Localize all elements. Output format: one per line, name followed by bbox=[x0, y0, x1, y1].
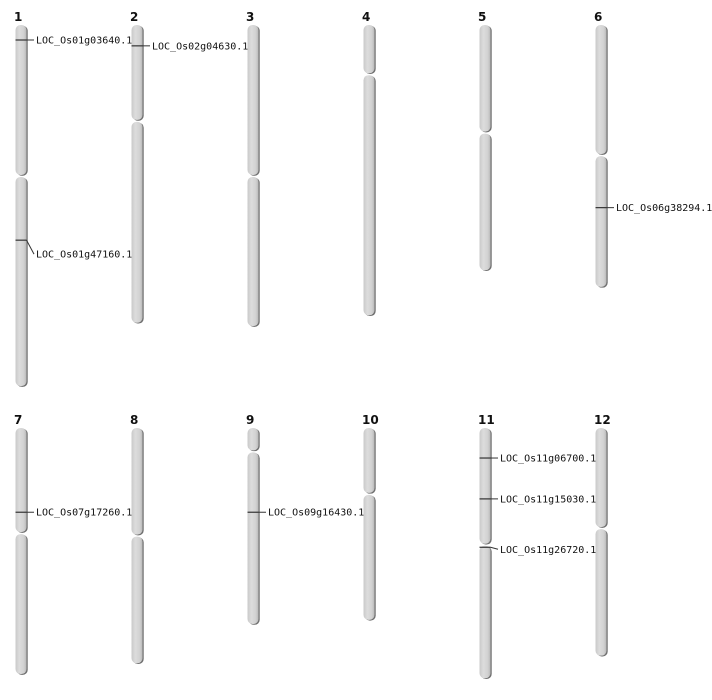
gene-marker[interactable]: LOC_Os07g17260.1 bbox=[15, 508, 133, 519]
gene-marker[interactable]: LOC_Os11g06700.1 bbox=[479, 454, 597, 465]
long-arm bbox=[15, 176, 27, 387]
gene-label: LOC_Os11g15030.1 bbox=[500, 494, 596, 505]
long-arm bbox=[363, 494, 375, 620]
short-arm bbox=[363, 428, 375, 493]
chromosome-12: 12 bbox=[594, 413, 611, 657]
long-arm bbox=[247, 176, 259, 327]
chromosome-number: 7 bbox=[14, 413, 22, 427]
long-arm bbox=[247, 452, 259, 624]
long-arm bbox=[479, 545, 491, 679]
chromosome-number: 12 bbox=[594, 413, 611, 427]
long-arm bbox=[595, 529, 607, 656]
chromosome-number: 8 bbox=[130, 413, 138, 427]
gene-label: LOC_Os11g26720.1 bbox=[500, 545, 596, 556]
gene-label: LOC_Os09g16430.1 bbox=[268, 508, 364, 519]
chromosome-number: 3 bbox=[246, 10, 254, 24]
chromosome-number: 10 bbox=[362, 413, 379, 427]
chromosome-3: 3 bbox=[246, 10, 260, 327]
short-arm bbox=[15, 428, 27, 533]
gene-label: LOC_Os01g47160.1 bbox=[36, 250, 132, 261]
chromosome-4: 4 bbox=[362, 10, 376, 317]
short-arm bbox=[595, 428, 607, 528]
chromosome-number: 2 bbox=[130, 10, 138, 24]
short-arm bbox=[595, 25, 607, 155]
chromosome-number: 11 bbox=[478, 413, 495, 427]
short-arm bbox=[363, 25, 375, 74]
chromosome-number: 6 bbox=[594, 10, 602, 24]
short-arm bbox=[479, 25, 491, 132]
chromosome-10: 10 bbox=[362, 413, 379, 621]
long-arm bbox=[595, 156, 607, 287]
long-arm bbox=[131, 121, 143, 323]
gene-marker[interactable]: LOC_Os02g04630.1 bbox=[131, 41, 249, 52]
gene-connector bbox=[26, 239, 35, 255]
chromosome-5: 5 bbox=[478, 10, 492, 271]
chromosome-11: 11LOC_Os11g06700.1LOC_Os11g15030.1LOC_Os… bbox=[478, 413, 596, 679]
short-arm bbox=[131, 428, 143, 535]
gene-marker[interactable]: LOC_Os09g16430.1 bbox=[247, 508, 365, 519]
chromosome-number: 5 bbox=[478, 10, 486, 24]
gene-label: LOC_Os02g04630.1 bbox=[152, 41, 248, 52]
long-arm bbox=[363, 75, 375, 316]
gene-marker[interactable]: LOC_Os01g47160.1 bbox=[15, 239, 133, 261]
gene-marker[interactable]: LOC_Os06g38294.1 bbox=[595, 203, 712, 214]
short-arm bbox=[15, 25, 27, 175]
gene-connector bbox=[490, 546, 499, 550]
short-arm bbox=[131, 25, 143, 120]
short-arm bbox=[479, 428, 491, 544]
gene-marker[interactable]: LOC_Os01g03640.1 bbox=[15, 36, 133, 47]
chromosome-8: 8 bbox=[130, 413, 144, 664]
short-arm bbox=[247, 25, 259, 175]
long-arm bbox=[131, 536, 143, 664]
gene-label: LOC_Os07g17260.1 bbox=[36, 508, 132, 519]
long-arm bbox=[15, 534, 27, 675]
chromosome-number: 1 bbox=[14, 10, 22, 24]
short-arm bbox=[247, 428, 259, 451]
gene-marker[interactable]: LOC_Os11g26720.1 bbox=[479, 545, 597, 556]
gene-marker[interactable]: LOC_Os11g15030.1 bbox=[479, 494, 597, 505]
chromosome-number: 9 bbox=[246, 413, 254, 427]
gene-label: LOC_Os11g06700.1 bbox=[500, 454, 596, 465]
chromosome-number: 4 bbox=[362, 10, 370, 24]
gene-label: LOC_Os01g03640.1 bbox=[36, 36, 132, 47]
long-arm bbox=[479, 133, 491, 271]
gene-label: LOC_Os06g38294.1 bbox=[616, 203, 712, 214]
